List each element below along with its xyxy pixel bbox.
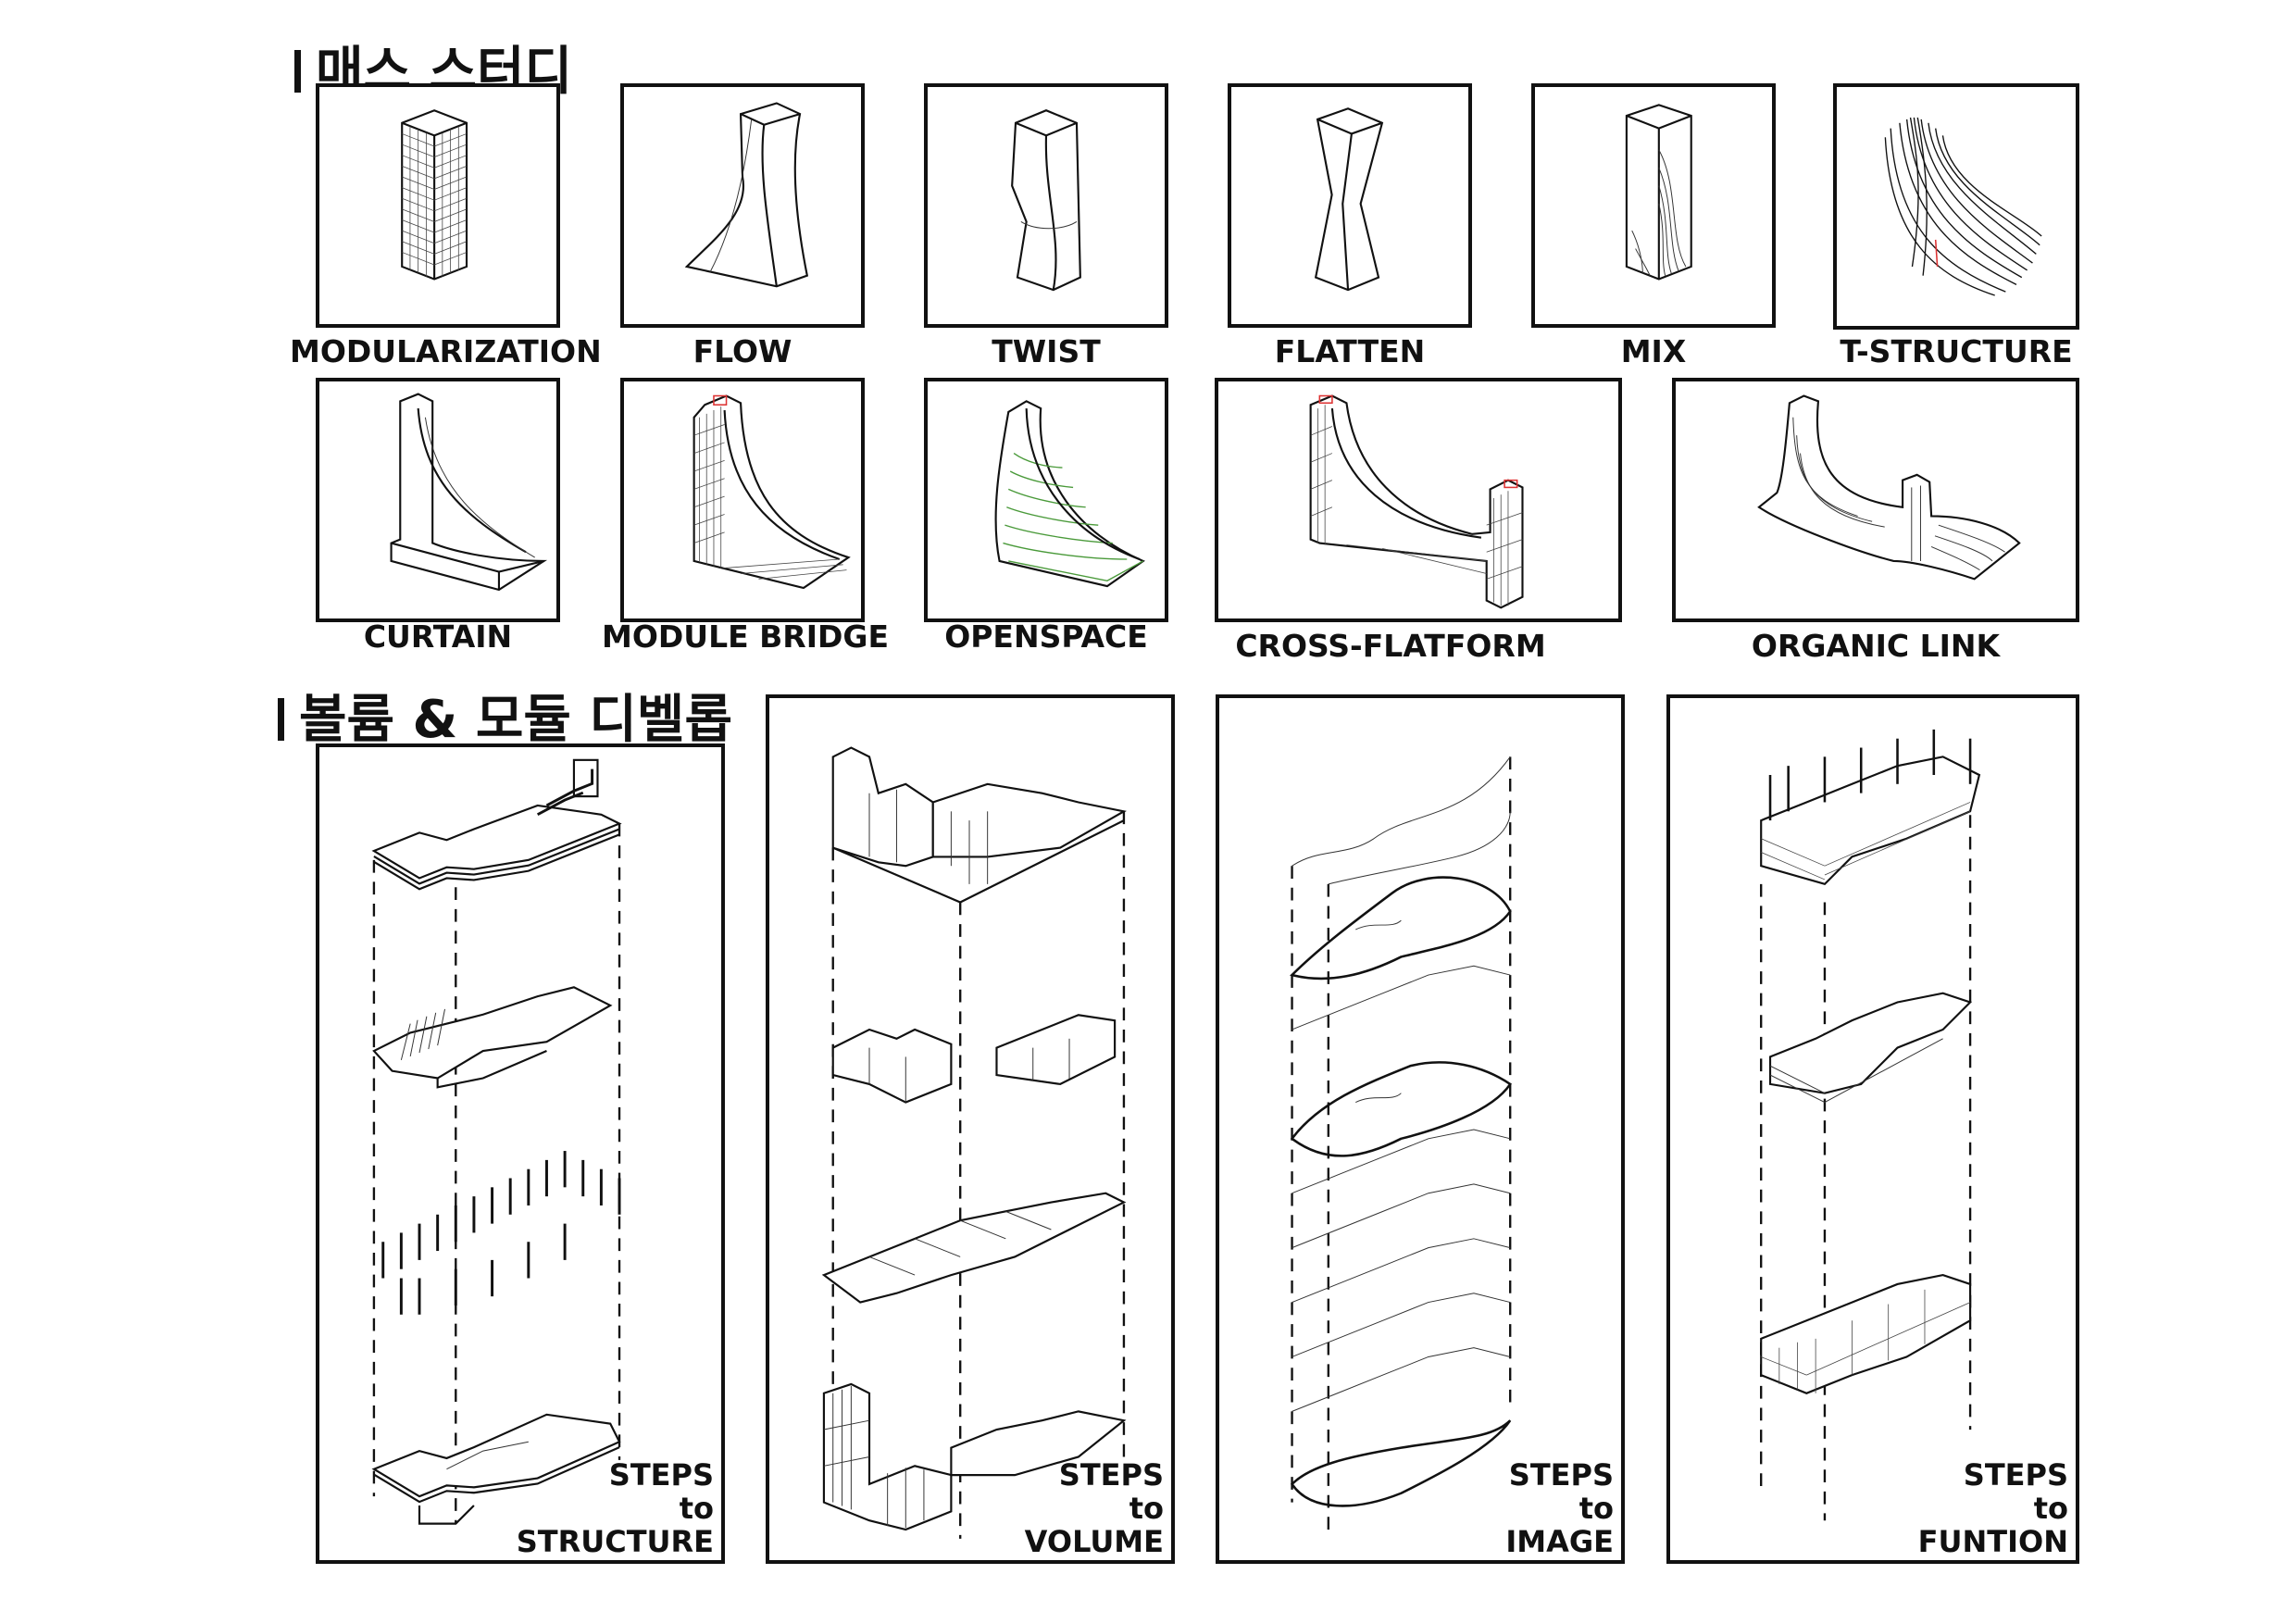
cross-flatform-diagram [1309, 394, 1524, 609]
mass-study-card-flow [620, 83, 865, 328]
mass-study-card-mix [1531, 83, 1776, 328]
openspace-diagram [994, 400, 1145, 588]
mass-study-card-t-structure [1833, 83, 2079, 330]
label-openspace: OPENSPACE [944, 618, 1148, 655]
steps-line2: to [2033, 1491, 2068, 1526]
steps-line1: STEPS [608, 1457, 714, 1493]
steps-panel-function: STEPS to FUNTION [1666, 694, 2079, 1564]
label-curtain: CURTAIN [363, 618, 513, 655]
steps-line1: STEPS [1508, 1457, 1614, 1493]
mass-study-card-cross-flatform [1215, 378, 1622, 622]
volume-module-title-text: 볼륨 & 모듈 디벨롭 [299, 690, 732, 750]
label-cross-flatform: CROSS-FLATFORM [1235, 628, 1546, 664]
steps-line3: STRUCTURE [516, 1524, 714, 1559]
mass-study-card-modularization [316, 83, 560, 328]
function-exploded-axonometric [1760, 729, 1981, 1521]
image-exploded-axonometric [1290, 756, 1512, 1539]
mass-study-card-flatten [1228, 83, 1472, 328]
label-twist: TWIST [992, 333, 1101, 369]
mix-diagram [1625, 104, 1692, 281]
steps-line3: VOLUME [1024, 1524, 1164, 1559]
label-mix: MIX [1620, 333, 1687, 369]
curtain-diagram [390, 393, 548, 592]
steps-line1: STEPS [1963, 1457, 2068, 1493]
steps-panel-structure: STEPS to STRUCTURE [316, 743, 725, 1564]
steps-line2: to [679, 1491, 714, 1526]
mass-study-card-module-bridge [620, 378, 865, 622]
steps-label-volume: STEPS to VOLUME [1025, 1458, 1164, 1558]
label-flow: FLOW [693, 333, 792, 369]
volume-exploded-axonometric [821, 746, 1127, 1539]
organic-link-diagram [1757, 394, 2021, 581]
label-flatten: FLATTEN [1274, 333, 1426, 369]
steps-label-structure: STEPS to STRUCTURE [517, 1458, 714, 1558]
mass-study-card-curtain [316, 378, 560, 622]
steps-line3: IMAGE [1505, 1524, 1614, 1559]
mass-study-card-openspace [924, 378, 1168, 622]
label-modularization: MODULARIZATION [290, 333, 602, 369]
steps-line1: STEPS [1058, 1457, 1164, 1493]
steps-line3: FUNTION [1917, 1524, 2068, 1559]
mass-study-card-organic-link [1672, 378, 2079, 622]
twist-diagram [1011, 109, 1081, 292]
mass-study-card-twist [924, 83, 1168, 328]
steps-line2: to [1578, 1491, 1614, 1526]
structure-exploded-axonometric [371, 758, 622, 1525]
volume-module-title: 볼륨 & 모듈 디벨롭 [278, 678, 732, 753]
steps-panel-volume: STEPS to VOLUME [766, 694, 1175, 1564]
label-organic-link: ORGANIC LINK [1751, 628, 2001, 664]
steps-panel-image: STEPS to IMAGE [1216, 694, 1625, 1564]
module-bridge-diagram [693, 394, 851, 590]
title-bar-icon [294, 50, 301, 93]
flow-diagram [684, 102, 809, 288]
flatten-diagram [1314, 107, 1384, 292]
title-bar-icon-2 [278, 698, 284, 741]
t-structure-diagram [1884, 117, 2042, 296]
label-module-bridge: MODULE BRIDGE [602, 618, 890, 655]
steps-label-image: STEPS to IMAGE [1505, 1458, 1614, 1558]
steps-line2: to [1129, 1491, 1164, 1526]
label-t-structure: T-STRUCTURE [1840, 333, 2073, 369]
modularization-diagram [401, 109, 468, 281]
steps-label-function: STEPS to FUNTION [1918, 1458, 2068, 1558]
